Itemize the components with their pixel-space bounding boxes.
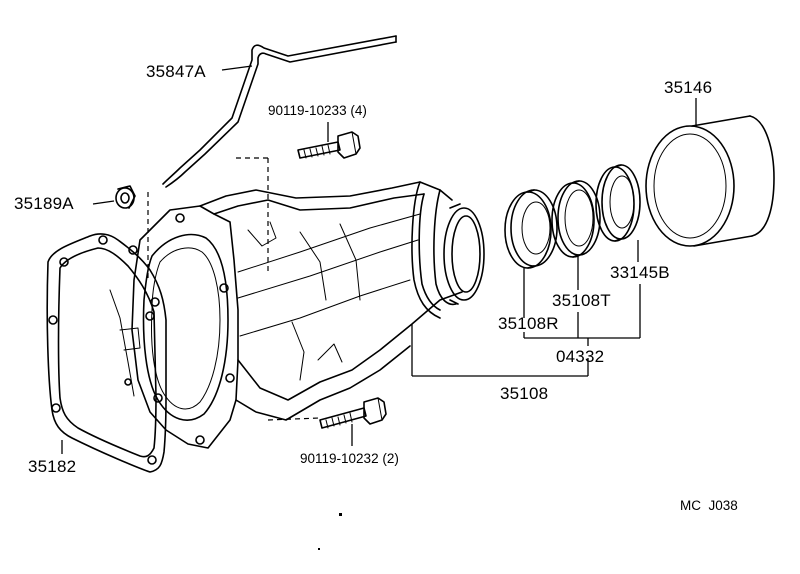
seal-33145B: [595, 164, 641, 242]
bracket-04332: [523, 284, 641, 346]
bolt-upper: [297, 131, 361, 159]
seal-35108R: [504, 189, 558, 269]
label-bolt-lower: 90119-10232 (2): [300, 451, 399, 466]
leader-35847A: [221, 65, 253, 71]
bolt-lower: [319, 397, 387, 429]
extension-housing-35108: [109, 181, 485, 449]
seal-35108T: [551, 180, 601, 258]
plug-35189A: [115, 185, 136, 209]
label-35108: 35108: [500, 384, 548, 403]
label-35146: 35146: [664, 78, 712, 97]
label-35108R: 35108R: [498, 314, 559, 333]
label-35189A: 35189A: [14, 194, 74, 213]
label-04332: 04332: [556, 347, 604, 366]
leader-35189A: [92, 200, 115, 205]
bolt-lower-dash: [267, 417, 321, 421]
label-33145B: 33145B: [610, 263, 670, 282]
sleeve-35146: [645, 115, 775, 247]
figure-code: MC J038: [680, 498, 738, 513]
label-35847A: 35847A: [146, 62, 206, 81]
breather-tube-35847A: [162, 35, 397, 188]
gasket-35182: [46, 233, 167, 473]
label-35182: 35182: [28, 457, 76, 476]
label-35108T: 35108T: [552, 291, 611, 310]
label-bolt-upper: 90119-10233 (4): [268, 103, 367, 118]
